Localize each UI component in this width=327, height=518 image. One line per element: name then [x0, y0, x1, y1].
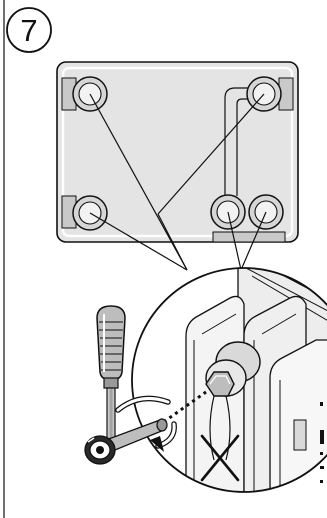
detail-circle-outline: [131, 267, 327, 493]
wrench-socket: [84, 435, 116, 465]
step-badge: 7: [6, 7, 52, 53]
radiator-column-front-1: [185, 295, 245, 492]
wrench-shaft: [106, 387, 116, 445]
mount-boss-top-left: [61, 76, 108, 112]
insertion-path: [157, 390, 207, 428]
detail-magnifier: [131, 267, 327, 493]
t-handle-wrench-icon: [84, 305, 177, 465]
mount-boss-bottom-left: [61, 195, 108, 231]
rotation-arrow-icon: [115, 395, 177, 452]
wrench-grip: [96, 305, 126, 381]
radiator-column-front-3: [269, 339, 327, 492]
step-number: 7: [20, 13, 37, 48]
internal-pipe: [224, 87, 260, 196]
radiator-back-panel: [56, 61, 299, 243]
panel-body: [56, 61, 299, 243]
leader-lines: [89, 93, 267, 271]
step-badge-circle: [6, 7, 52, 53]
drip-lines: [209, 395, 231, 461]
cropped-edge-marks: [320, 402, 324, 483]
panel-bottom-strip: [212, 231, 286, 243]
cross-mark-icon: [200, 434, 240, 482]
